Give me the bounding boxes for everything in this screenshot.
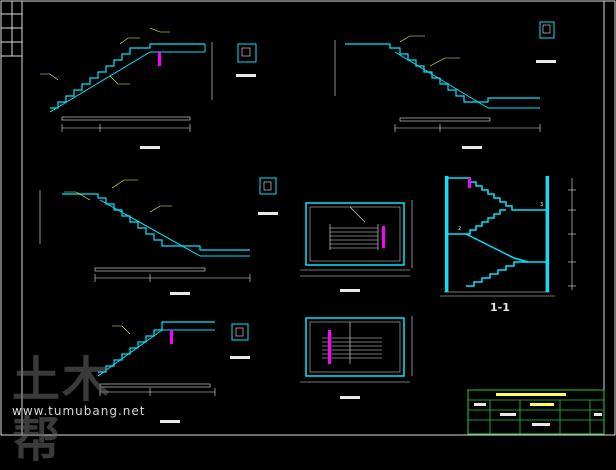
- title-block: [467, 389, 605, 435]
- stair-section-tb2: [334, 21, 556, 149]
- stair-section-tb4: [97, 321, 250, 423]
- stair-plan-upper: [300, 200, 413, 292]
- watermark-url: www.tumubang.net: [12, 404, 146, 418]
- cad-drawing-canvas[interactable]: 1-1 2 3: [0, 0, 616, 436]
- section-1-1-title: 1-1: [490, 301, 510, 314]
- stair-section-tb3: [39, 177, 278, 295]
- watermark-logo: 土木帮: [12, 352, 113, 468]
- section-marker-3: 3: [540, 202, 543, 208]
- section-marker-2: 2: [458, 226, 461, 232]
- sheet-frame: [0, 0, 616, 436]
- stair-section-tb1: [40, 27, 257, 149]
- section-1-1: 1-1 2 3: [440, 176, 576, 314]
- stair-plan-lower: [300, 316, 413, 399]
